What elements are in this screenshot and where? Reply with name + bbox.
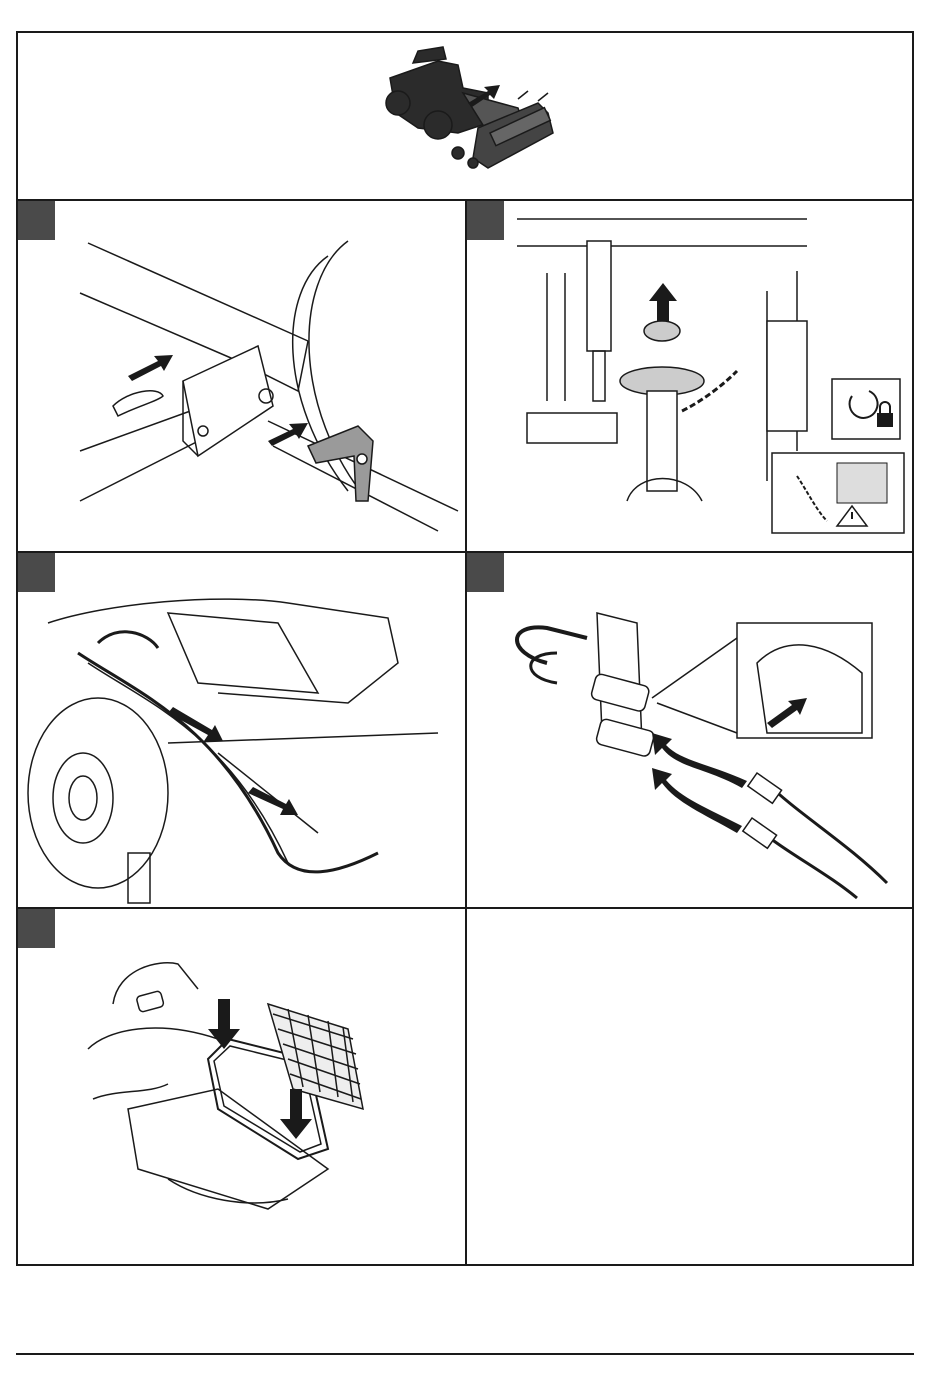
- step-4-panel: [467, 553, 912, 907]
- step-3-illustration: [18, 553, 465, 907]
- step-3-panel: [18, 553, 465, 907]
- machine-overview-illustration: [18, 33, 912, 199]
- step-2-panel: [467, 201, 912, 551]
- blank-panel: [467, 909, 912, 1264]
- step-4-illustration: [467, 553, 912, 907]
- step-1-panel: [18, 201, 465, 551]
- instruction-frame: [16, 31, 914, 1266]
- step-5-illustration: [18, 909, 465, 1264]
- rotation-lock-icon: [832, 379, 900, 439]
- step-1-illustration: [18, 201, 465, 551]
- header-panel: [18, 33, 912, 199]
- step-2-illustration: [467, 201, 912, 551]
- chain-warning-icon: [772, 453, 904, 533]
- footer-rule: [16, 1353, 914, 1355]
- step-5-panel: [18, 909, 465, 1264]
